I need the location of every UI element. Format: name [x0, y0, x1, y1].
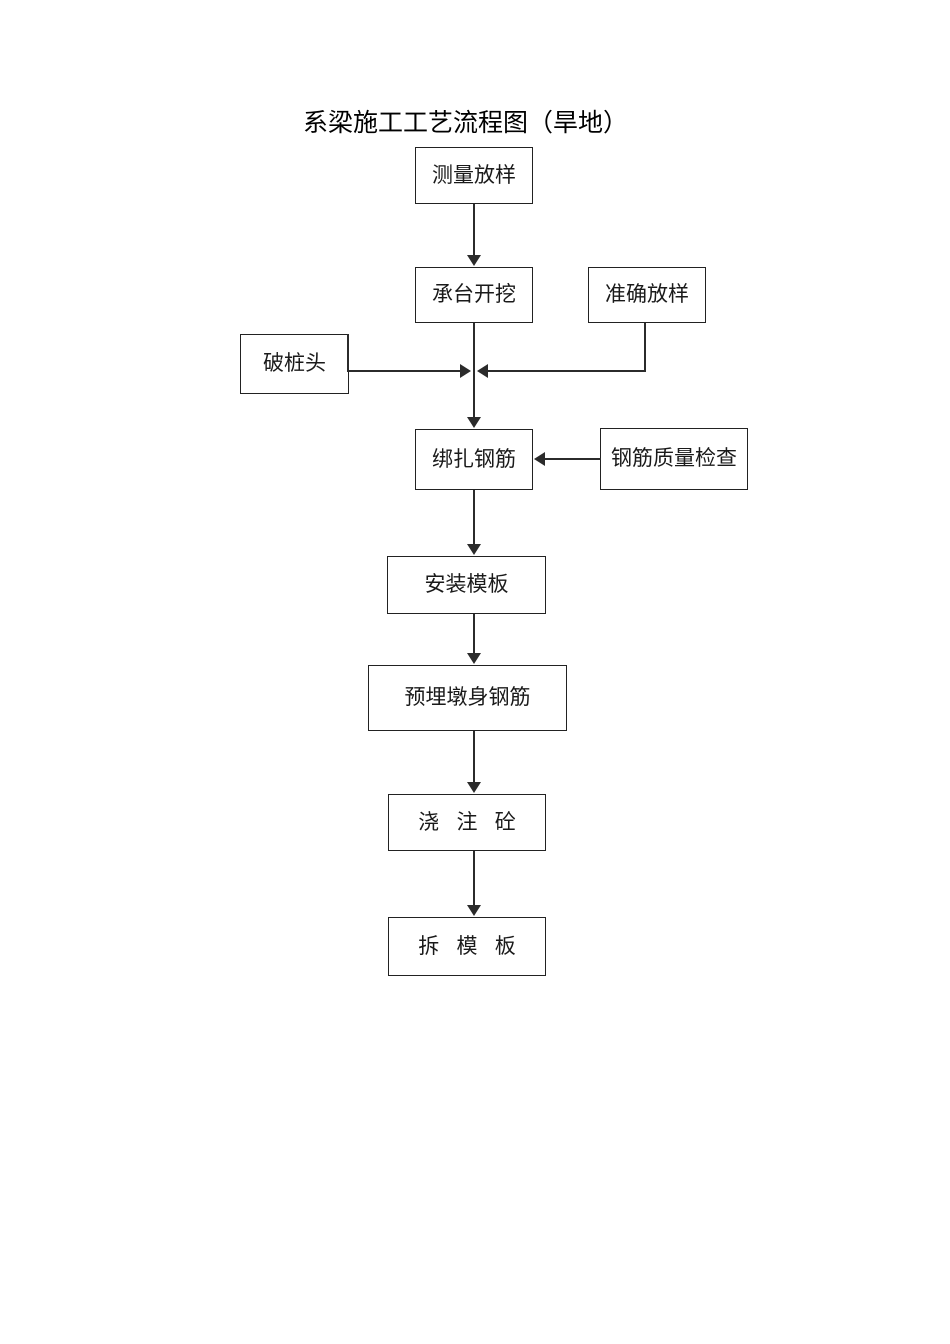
edge-zhunque-junction-arrowhead — [477, 364, 488, 378]
flow-node-label: 拆 模 板 — [418, 933, 522, 958]
flow-node-anzhuang[interactable]: 安装模板 — [387, 556, 546, 614]
edge-pozhuang-junction-arrowhead — [460, 364, 471, 378]
edge-yumai-jiaozhu-arrowhead — [467, 782, 481, 793]
edge-anzhuang-yumai-arrowhead — [467, 653, 481, 664]
edge-pozhuang-junction-line — [347, 370, 463, 372]
edge-jiaozhu-chaimo-line — [473, 851, 475, 906]
edge-anzhuang-yumai-line — [473, 614, 475, 654]
edge-zhiliang-bangzha-line — [545, 458, 601, 460]
flow-node-label: 绑扎钢筋 — [432, 446, 516, 471]
flow-node-label: 测量放样 — [432, 162, 516, 187]
flow-node-label: 安装模板 — [424, 572, 509, 597]
edge-zhiliang-bangzha-arrowhead — [534, 452, 545, 466]
flow-node-label: 预埋墩身钢筋 — [404, 685, 531, 710]
edge-junction-bangzha-arrowhead — [467, 417, 481, 428]
flow-node-pozhuang[interactable]: 破桩头 — [240, 334, 349, 394]
flow-node-zhunque[interactable]: 准确放样 — [588, 267, 706, 323]
edge-zhunque-junction-line — [486, 370, 646, 372]
edge-pozhuang-drop-line — [347, 334, 349, 371]
edge-bangzha-anzhuang-arrowhead — [467, 544, 481, 555]
flow-node-label: 破桩头 — [263, 351, 326, 376]
edge-chengtai-junction-line — [473, 323, 475, 371]
edge-celiang-chengtai-arrowhead — [467, 255, 481, 266]
page-title: 系梁施工工艺流程图（旱地） — [303, 110, 629, 137]
edge-celiang-chengtai-line — [473, 204, 475, 256]
edge-junction-bangzha-line — [473, 370, 475, 418]
edge-zhunque-drop-line — [644, 323, 646, 371]
flow-node-label: 准确放样 — [605, 282, 689, 307]
flow-node-jiaozhu[interactable]: 浇 注 砼 — [388, 794, 546, 851]
flow-node-chengtai[interactable]: 承台开挖 — [415, 267, 533, 323]
flow-node-label: 钢筋质量检查 — [611, 446, 737, 471]
edge-bangzha-anzhuang-line — [473, 490, 475, 545]
edge-jiaozhu-chaimo-arrowhead — [467, 905, 481, 916]
flow-node-yumai[interactable]: 预埋墩身钢筋 — [368, 665, 567, 731]
flow-node-label: 承台开挖 — [432, 282, 516, 307]
flow-node-celiang[interactable]: 测量放样 — [415, 147, 533, 204]
flow-node-label: 浇 注 砼 — [418, 809, 522, 834]
flow-node-chaimo[interactable]: 拆 模 板 — [388, 917, 546, 976]
edge-yumai-jiaozhu-line — [473, 731, 475, 783]
flow-node-zhiliang[interactable]: 钢筋质量检查 — [600, 428, 748, 490]
flow-node-bangzha[interactable]: 绑扎钢筋 — [415, 429, 533, 490]
